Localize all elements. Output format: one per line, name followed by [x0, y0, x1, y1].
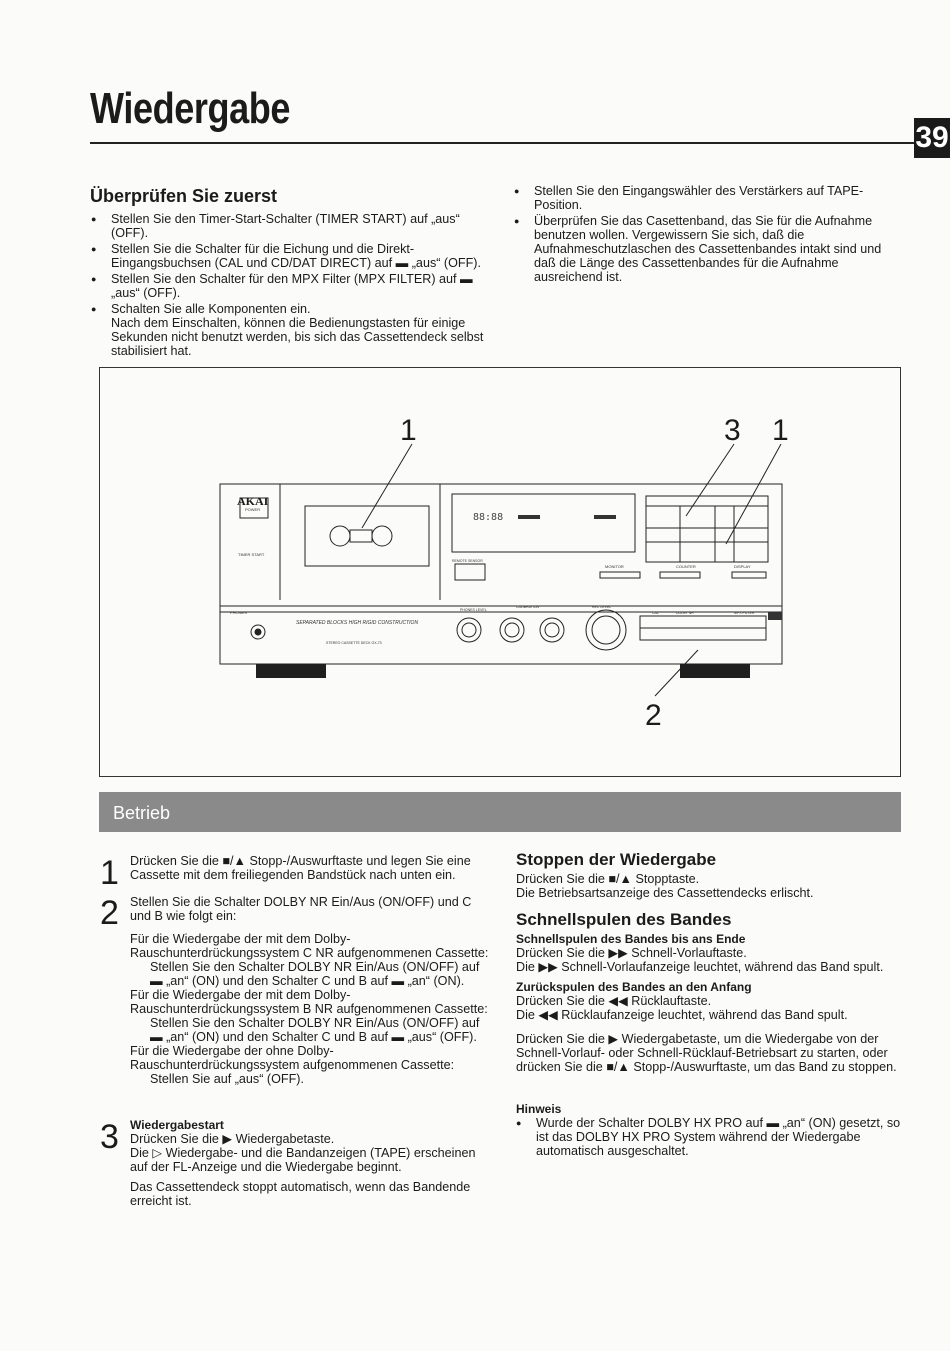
ff-heading: Schnellspulen des Bandes bis ans Ende — [516, 932, 746, 946]
cassette-deck-illustration: 1 3 1 2 AKAI POWER TIMER START PHONES 88… — [219, 414, 789, 732]
display-label: DISPLAY — [734, 564, 751, 569]
step2-c-intro: Für die Wiedergabe der mit dem Dolby-Rau… — [130, 932, 489, 960]
counter-label: COUNTER — [676, 564, 696, 569]
check-item: Stellen Sie den Schalter für den MPX Fil… — [91, 272, 486, 300]
deck-slogan: SEPARATED BLOCKS HIGH RIGID CONSTRUCTION — [296, 620, 418, 626]
step-number: 2 — [100, 894, 119, 932]
ff-line: Drücken Sie die ▶▶ Schnell-Vorlauftaste. — [516, 946, 747, 960]
rew-heading: Zurückspulen des Bandes an den Anfang — [516, 980, 752, 994]
note-text: Wurde der Schalter DOLBY HX PRO auf ▬ „a… — [516, 1116, 906, 1158]
step2-b-intro: Für die Wiedergabe der mit dem Dolby-Rau… — [130, 988, 488, 1016]
step1-text: Drücken Sie die ■/▲ Stopp-/Auswurftaste … — [130, 854, 471, 882]
stop-line: Drücken Sie die ■/▲ Stopptaste. — [516, 872, 700, 886]
step2-none-set: Stellen Sie auf „aus“ (OFF). — [150, 1072, 304, 1086]
callout-number: 2 — [645, 699, 662, 732]
page-number: 39 — [914, 118, 950, 158]
check-item: Schalten Sie alle Komponenten ein. — [91, 302, 486, 316]
callout-number: 1 — [772, 414, 789, 447]
rew-line: Drücken Sie die ◀◀ Rücklauftaste. — [516, 994, 712, 1008]
resume-text: Drücken Sie die ▶ Wiedergabetaste, um di… — [516, 1032, 897, 1074]
step2-c-set: Stellen Sie den Schalter DOLBY NR Ein/Au… — [150, 960, 480, 988]
stop-heading: Stoppen der Wiedergabe — [516, 850, 717, 869]
power-label: POWER — [245, 507, 260, 512]
cassette-deck-figure: 1 3 1 2 AKAI POWER TIMER START PHONES 88… — [99, 367, 901, 777]
section-banner-title: Betrieb — [113, 803, 171, 823]
dolby-nr-label: DOLBY NR — [676, 611, 694, 615]
check-first-list-right: Stellen Sie den Eingangswähler des Verst… — [514, 184, 900, 284]
step3-line: Das Cassettendeck stoppt automatisch, we… — [130, 1180, 471, 1208]
step2-none-intro: Für die Wiedergabe der ohne Dolby-Rausch… — [130, 1044, 455, 1072]
check-first-list: Stellen Sie den Timer-Start-Schalter (TI… — [91, 212, 486, 358]
callout-number: 3 — [724, 414, 741, 447]
step3-line: Die ▷ Wiedergabe- und die Bandanzeigen (… — [130, 1146, 476, 1174]
deck-model: STEREO CASSETTE DECK GX-73 — [326, 641, 382, 645]
remote-sensor-label: REMOTE SENSOR — [452, 559, 483, 563]
fast-text: Schnellspulen des Bandes bis ans Ende Dr… — [516, 932, 906, 1074]
calibration-label: CALIBRATION — [516, 605, 540, 609]
page-title: Wiedergabe — [90, 84, 291, 133]
section-banner: Betrieb — [99, 792, 901, 832]
step3-heading: Wiedergabestart — [130, 1118, 224, 1132]
header-rule — [90, 142, 938, 144]
deck-body — [219, 483, 783, 665]
phones-level-label: PHONES LEVEL — [460, 608, 487, 612]
step-number: 3 — [100, 1118, 119, 1156]
mpx-filter-label: MPX FILTER — [734, 611, 755, 615]
check-item: Stellen Sie den Eingangswähler des Verst… — [514, 184, 900, 212]
callout-number: 1 — [400, 414, 417, 447]
monitor-label: MONITOR — [605, 564, 624, 569]
step-number: 1 — [100, 854, 119, 892]
step2-details: Für die Wiedergabe der mit dem Dolby-Rau… — [130, 932, 490, 1086]
check-item: Überprüfen Sie das Casettenband, das Sie… — [514, 214, 900, 284]
note-heading: Hinweis — [516, 1102, 562, 1116]
note: Hinweis Wurde der Schalter DOLBY HX PRO … — [516, 1102, 906, 1158]
stop-text: Drücken Sie die ■/▲ Stopptaste. Die Betr… — [516, 872, 906, 900]
display-digits: 88:88 — [473, 512, 503, 523]
step2-b-set: Stellen Sie den Schalter DOLBY NR Ein/Au… — [150, 1016, 480, 1044]
step2-text: Stellen Sie die Schalter DOLBY NR Ein/Au… — [130, 895, 472, 923]
check-item: Stellen Sie die Schalter für die Eichung… — [91, 242, 486, 270]
check-first-heading: Überprüfen Sie zuerst — [90, 186, 278, 206]
check-note: Nach dem Einschalten, können die Bedienu… — [111, 316, 484, 358]
step3-text: Wiedergabestart Drücken Sie die ▶ Wieder… — [130, 1118, 490, 1208]
rec-level-label: REC LEVEL — [592, 605, 611, 609]
brand-logo: AKAI — [237, 494, 269, 508]
ff-line: Die ▶▶ Schnell-Vorlaufanzeige leuchtet, … — [516, 960, 884, 974]
check-item: Stellen Sie den Timer-Start-Schalter (TI… — [91, 212, 486, 240]
phones-label: PHONES — [230, 610, 247, 615]
cal-label: CAL — [652, 611, 659, 615]
rew-line: Die ◀◀ Rücklaufanzeige leuchtet, während… — [516, 1008, 848, 1022]
stop-line: Die Betriebsartsanzeige des Cassettendec… — [516, 886, 814, 900]
step3-line: Drücken Sie die ▶ Wiedergabetaste. — [130, 1132, 335, 1146]
timer-start-label: TIMER START — [238, 552, 265, 557]
fast-heading: Schnellspulen des Bandes — [516, 910, 732, 929]
